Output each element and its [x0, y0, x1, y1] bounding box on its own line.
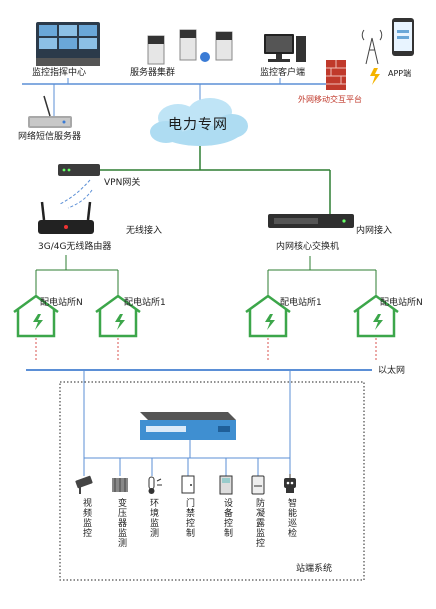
vpn-tunnel-left — [59, 179, 91, 205]
cloud-label: 电力专网 — [168, 117, 228, 133]
router-icon — [38, 201, 94, 234]
core-switch-label: 内网核心交换机 — [276, 242, 340, 252]
firewall-icon — [326, 60, 346, 90]
platform-label: 外网移动交互平台 — [298, 95, 362, 104]
monitor-client-label: 监控客户端 — [260, 68, 306, 78]
sms-server-label: 网络短信服务器 — [18, 132, 82, 142]
lightning-icon — [370, 68, 380, 85]
phone-icon — [392, 18, 414, 56]
endpoint-label: 防凝露监控 — [254, 498, 264, 548]
client-pc-icon — [264, 34, 306, 62]
monitor-center-label: 监控指挥中心 — [32, 68, 87, 78]
sms-server-icon — [28, 95, 72, 128]
robot-icon — [284, 474, 296, 493]
endpoint-label: 门禁控制 — [184, 498, 194, 538]
site-system-label: 站端系统 — [296, 564, 333, 574]
substation-label: 配电站所N — [40, 298, 83, 308]
substation-label: 配电站所1 — [280, 298, 322, 308]
substation-house-icon — [353, 294, 399, 338]
dehumidifier-icon — [251, 475, 265, 495]
app-label: APP端 — [388, 69, 412, 78]
site-device-icon — [140, 412, 236, 440]
router-label: 3G/4G无线路由器 — [38, 242, 112, 252]
vpn-tunnel-right — [67, 189, 93, 209]
core-switch-icon — [268, 214, 354, 228]
wireless-access-label: 无线接入 — [126, 226, 163, 236]
substation-house-icon — [13, 294, 59, 338]
camera-icon — [75, 475, 93, 494]
substation-label: 配电站所N — [380, 298, 423, 308]
substation-label: 配电站所1 — [124, 298, 166, 308]
endpoint-label: 环境监测 — [148, 498, 158, 538]
cabinet-icon — [219, 475, 233, 495]
ethernet-label: 以太网 — [378, 366, 406, 376]
endpoint-label: 变压器监测 — [116, 498, 126, 548]
door-icon — [181, 475, 195, 494]
cloud-icon — [150, 98, 248, 146]
substation-house-icon — [245, 294, 291, 338]
monitor-wall-icon — [36, 22, 100, 66]
substation-house-icon — [95, 294, 141, 338]
vpn-gateway-icon — [58, 164, 100, 176]
vpn-label: VPN网关 — [104, 178, 141, 188]
transformer-icon — [112, 478, 128, 492]
antenna-icon — [361, 29, 383, 65]
site-system-box — [59, 381, 365, 581]
intranet-access-label: 内网接入 — [356, 226, 393, 236]
thermometer-icon — [148, 476, 162, 494]
endpoint-label: 视频监控 — [81, 498, 91, 538]
server-cluster-icon — [147, 29, 233, 65]
endpoint-label: 智能巡检 — [286, 498, 296, 538]
server-cluster-label: 服务器集群 — [130, 68, 176, 78]
endpoint-label: 设备控制 — [222, 498, 232, 538]
